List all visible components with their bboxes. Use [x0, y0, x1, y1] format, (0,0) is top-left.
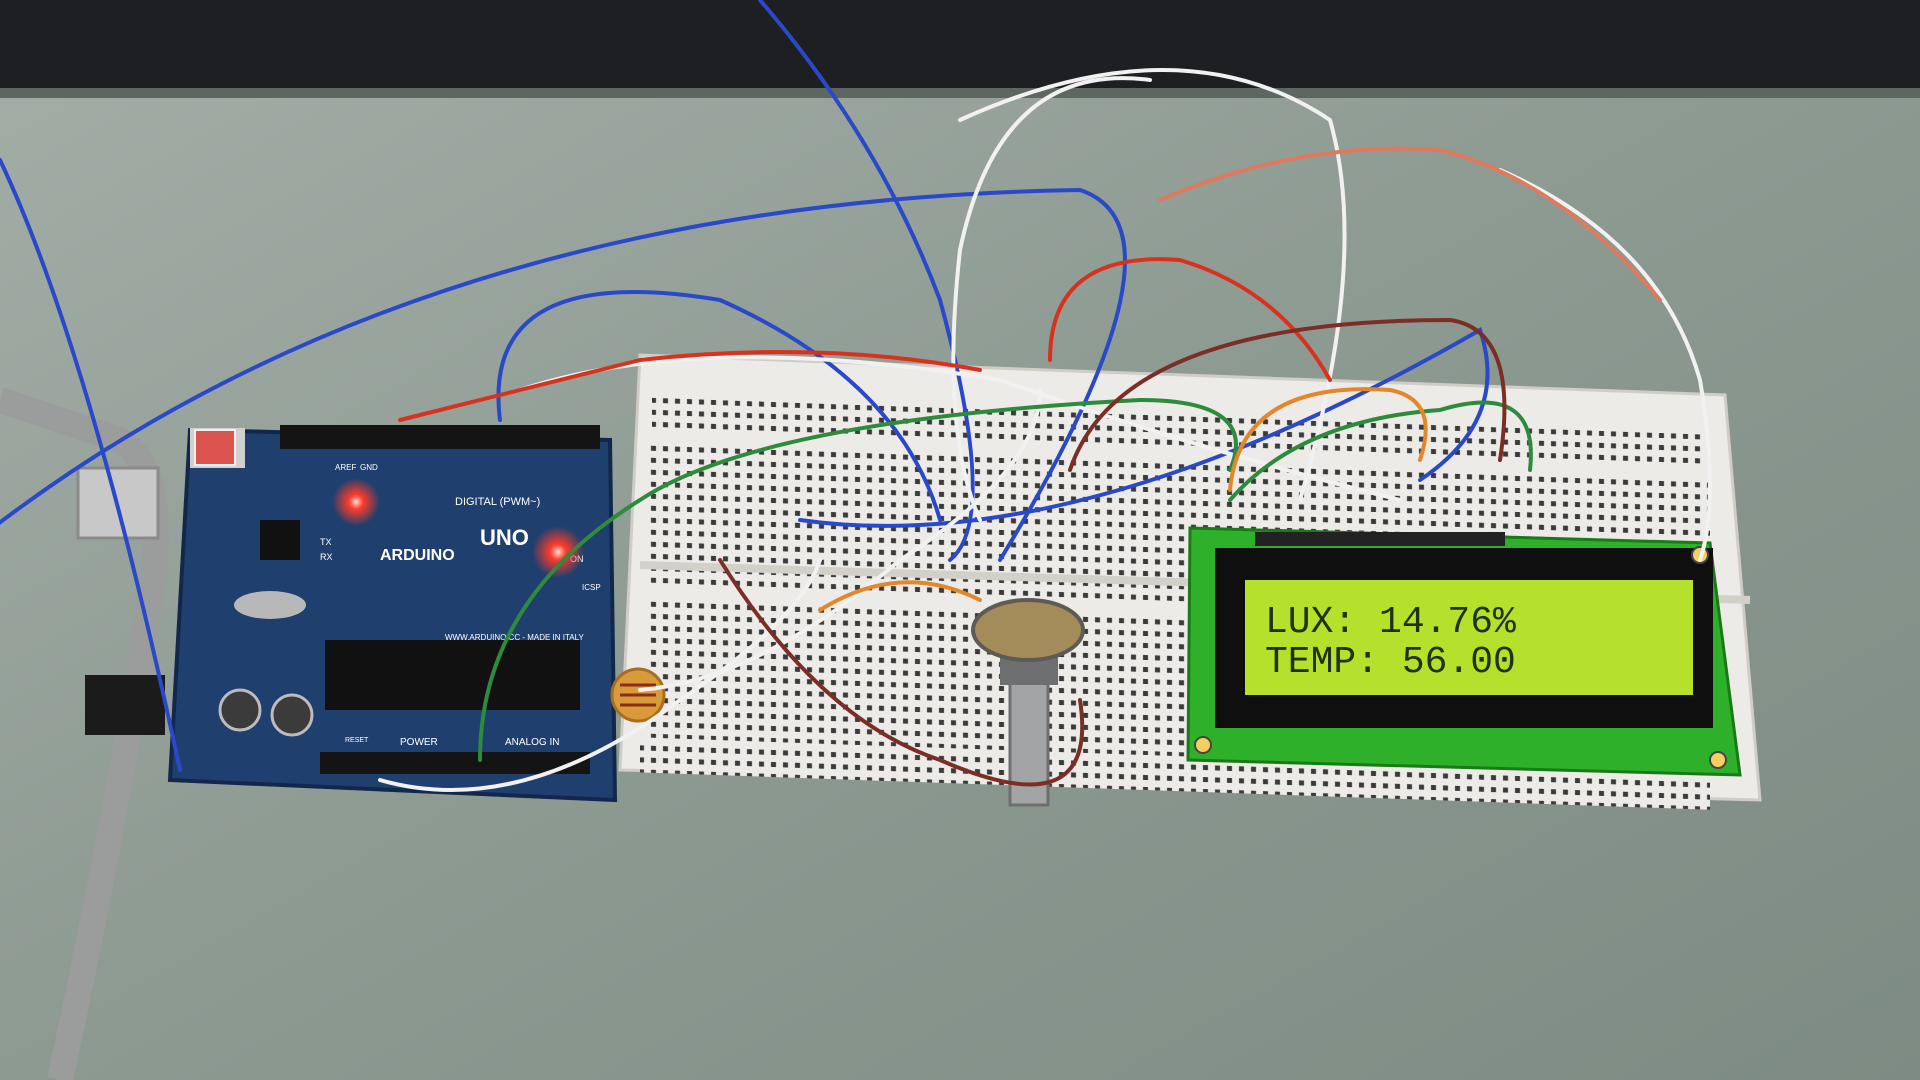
- arduino-uno-board: ARDUINO UNO DIGITAL (PWM~) POWER ANALOG …: [85, 425, 618, 803]
- power-label: POWER: [400, 737, 438, 748]
- capacitor-2: [270, 693, 314, 737]
- tx-label: TX: [320, 537, 332, 547]
- red-wire-1: [398, 350, 982, 422]
- lcd-line-1: LUX: 14.76%: [1265, 601, 1516, 644]
- blue-wire-1: [0, 187, 1127, 562]
- digital-pwm-label: DIGITAL (PWM~): [455, 496, 540, 508]
- power-header: [320, 752, 590, 774]
- jumper-wires: [0, 0, 1712, 792]
- blue-wire-5: [798, 327, 1490, 528]
- blue-wire-3: [0, 158, 182, 772]
- lcd-screen: [1245, 580, 1693, 695]
- capacitor-1: [218, 688, 262, 732]
- reset-button: [194, 429, 236, 466]
- brown-wire-2: [1068, 317, 1507, 472]
- power-jack: [85, 675, 165, 735]
- orange-wire-1: [1228, 387, 1428, 492]
- brown-wire-1: [718, 558, 1085, 787]
- digital-header: [280, 425, 600, 449]
- arduino-brand-text: ARDUINO: [380, 547, 455, 564]
- usb-chip: [260, 520, 300, 560]
- white-wire-2: [951, 76, 1152, 522]
- arduino-model-text: UNO: [480, 525, 529, 550]
- analog-in-label: ANALOG IN: [505, 737, 559, 748]
- icsp-label: ICSP: [582, 583, 601, 592]
- green-wire-1: [478, 397, 1238, 762]
- blue-wire-2: [758, 0, 975, 562]
- arduino-url-text: WWW.ARDUINO.CC - MADE IN ITALY: [445, 633, 584, 642]
- crystal: [234, 591, 306, 619]
- gnd-label: GND: [360, 463, 378, 472]
- atmega-chip: [325, 640, 580, 710]
- dark-monitor-edge: [0, 0, 1920, 95]
- orange-wire-2: [818, 580, 982, 612]
- lcd-line-2: TEMP: 56.00: [1265, 641, 1516, 684]
- aref-label: AREF: [335, 463, 356, 472]
- led-on-glow: [532, 526, 584, 578]
- white-wire-3: [1498, 168, 1712, 562]
- white-wire-4: [638, 388, 1042, 692]
- lcd-module: LUX: 14.76% TEMP: 56.00: [1186, 526, 1742, 777]
- blue-wire-4: [496, 290, 942, 522]
- rx-label: RX: [320, 552, 333, 562]
- green-wire-2: [1228, 400, 1533, 502]
- white-wire-5: [378, 558, 822, 792]
- white-wire-1: [958, 68, 1347, 502]
- reset-label: RESET: [345, 737, 369, 744]
- red-wire-3: [1158, 146, 1662, 302]
- led-l-glow: [332, 478, 380, 526]
